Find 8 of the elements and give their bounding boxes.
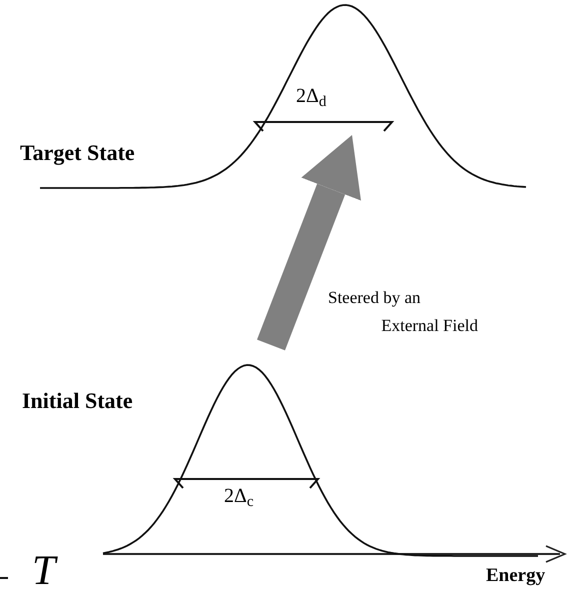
width-label: 2Δ$_{d}$ bbox=[296, 86, 326, 106]
state-label: Initial State bbox=[22, 390, 133, 412]
block-arrow bbox=[257, 135, 361, 350]
width-label: 2Δ$_{c}$ bbox=[224, 486, 254, 506]
math-symbol: T bbox=[32, 550, 56, 592]
axis-label: Energy bbox=[486, 566, 546, 585]
state-label: Target State bbox=[20, 142, 135, 164]
edge-label: Steered by an External Field bbox=[328, 287, 478, 337]
